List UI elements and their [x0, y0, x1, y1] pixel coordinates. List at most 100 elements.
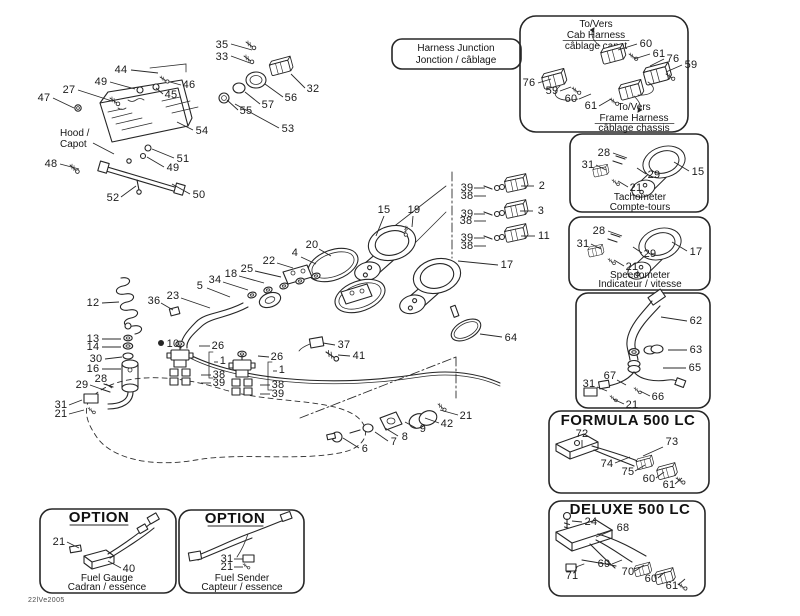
callout-49: 49 [167, 162, 180, 174]
callout-26: 26 [271, 351, 284, 363]
leader-line [616, 379, 627, 386]
leader-line [617, 43, 638, 51]
leader-line [457, 260, 499, 266]
connector-37-art [308, 336, 325, 349]
main-wire-art [180, 349, 501, 384]
callout-74: 74 [601, 458, 614, 470]
grommet-art [258, 291, 282, 309]
leader-line [89, 384, 105, 391]
callout-38: 38 [461, 190, 474, 202]
callout-11: 11 [538, 230, 550, 242]
hood-silhouette-dashed [85, 377, 367, 464]
leader-line [77, 89, 113, 102]
callout-15: 15 [692, 166, 705, 178]
headlight-bulb-parts [74, 40, 295, 112]
switch-stack-1 [166, 344, 194, 386]
callout-28: 28 [593, 225, 606, 237]
leader-line [234, 103, 280, 129]
fuel-sender-option-header: OPTION [205, 510, 266, 527]
leader-line [674, 477, 683, 485]
leader-line [337, 354, 351, 357]
tachometer-sub: Compte-tours [610, 202, 671, 213]
callout-49: 49 [95, 76, 108, 88]
callout-31: 31 [577, 238, 590, 250]
callout-60: 60 [640, 38, 653, 50]
flex-tube-panel [575, 288, 711, 409]
frame-harness-sub: câblage chassis [598, 123, 669, 134]
callout-19: 19 [408, 204, 421, 216]
leader-line [404, 421, 417, 429]
callout-9: 9 [420, 423, 426, 435]
leader-line [632, 246, 643, 254]
leader-line [146, 156, 165, 168]
callout-38: 38 [460, 215, 473, 227]
leader-line [573, 566, 578, 574]
leader-line [612, 152, 628, 159]
harness-junction-label-line1: Harness Junction [417, 43, 494, 54]
leader-line [636, 167, 647, 175]
leader-line [276, 262, 294, 269]
callout-59: 59 [546, 85, 559, 97]
leader-line [264, 83, 284, 98]
deluxe-500lc-panel: DELUXE 500 LC [548, 500, 706, 597]
callout-21: 21 [55, 408, 68, 420]
leader-line [612, 398, 625, 405]
callout-38: 38 [461, 240, 474, 252]
leader-line [151, 148, 175, 159]
callout-21: 21 [626, 399, 639, 411]
leader-line [107, 560, 122, 569]
speedometer-name: Speedometer [610, 270, 671, 281]
leader-line [101, 301, 120, 304]
callout-3: 3 [538, 205, 544, 217]
fuel-sender-option-panel: OPTION Fuel Sender Capteur / essence [178, 509, 305, 594]
leader-line [439, 409, 459, 416]
callout-72: 72 [576, 428, 589, 440]
callout-6: 6 [362, 443, 368, 455]
harness-junction-connectors-art [540, 27, 677, 113]
fuel-sender-name: Fuel Sender [215, 573, 270, 584]
leader-line [222, 281, 249, 291]
callout-56: 56 [285, 92, 298, 104]
fuel-pickup-art [83, 359, 139, 415]
cable-clamp-art [449, 304, 482, 342]
callout-76: 76 [523, 77, 536, 89]
leader-line [180, 297, 211, 309]
callout-31: 31 [221, 553, 234, 565]
leader-line [68, 409, 85, 415]
callout-21: 21 [221, 561, 234, 573]
leader-line [595, 529, 614, 538]
callout-41: 41 [353, 350, 366, 362]
callout-17: 17 [501, 259, 514, 271]
callout-27: 27 [63, 84, 76, 96]
leader-line [59, 163, 80, 170]
leader-line [130, 69, 159, 74]
callout-60: 60 [643, 473, 656, 485]
leader-line [290, 73, 306, 89]
callout-31: 31 [582, 159, 595, 171]
leader-line [671, 241, 688, 252]
leader-line [614, 456, 631, 464]
leader-line [66, 541, 80, 549]
callout-30: 30 [90, 353, 103, 365]
leader-line [120, 185, 137, 198]
frame-harness-name: Frame Harness [600, 113, 669, 124]
leader-line [590, 243, 602, 250]
main-assembly-art [83, 171, 530, 464]
leader-line [105, 383, 113, 389]
leader-line [384, 427, 399, 437]
callout-70: 70 [622, 566, 635, 578]
callout-60: 60 [565, 93, 578, 105]
leader-line [617, 180, 629, 188]
callout-75: 75 [622, 466, 635, 478]
leader-line [642, 446, 664, 457]
leader-line [596, 386, 608, 392]
leader-line [571, 520, 583, 523]
leader-line [665, 64, 683, 73]
leader-line [639, 390, 651, 397]
leader-line [238, 275, 265, 284]
callout-39: 39 [461, 208, 474, 220]
callout-2: 2 [539, 180, 545, 192]
leader-line [677, 578, 686, 586]
leader-line [342, 437, 360, 449]
